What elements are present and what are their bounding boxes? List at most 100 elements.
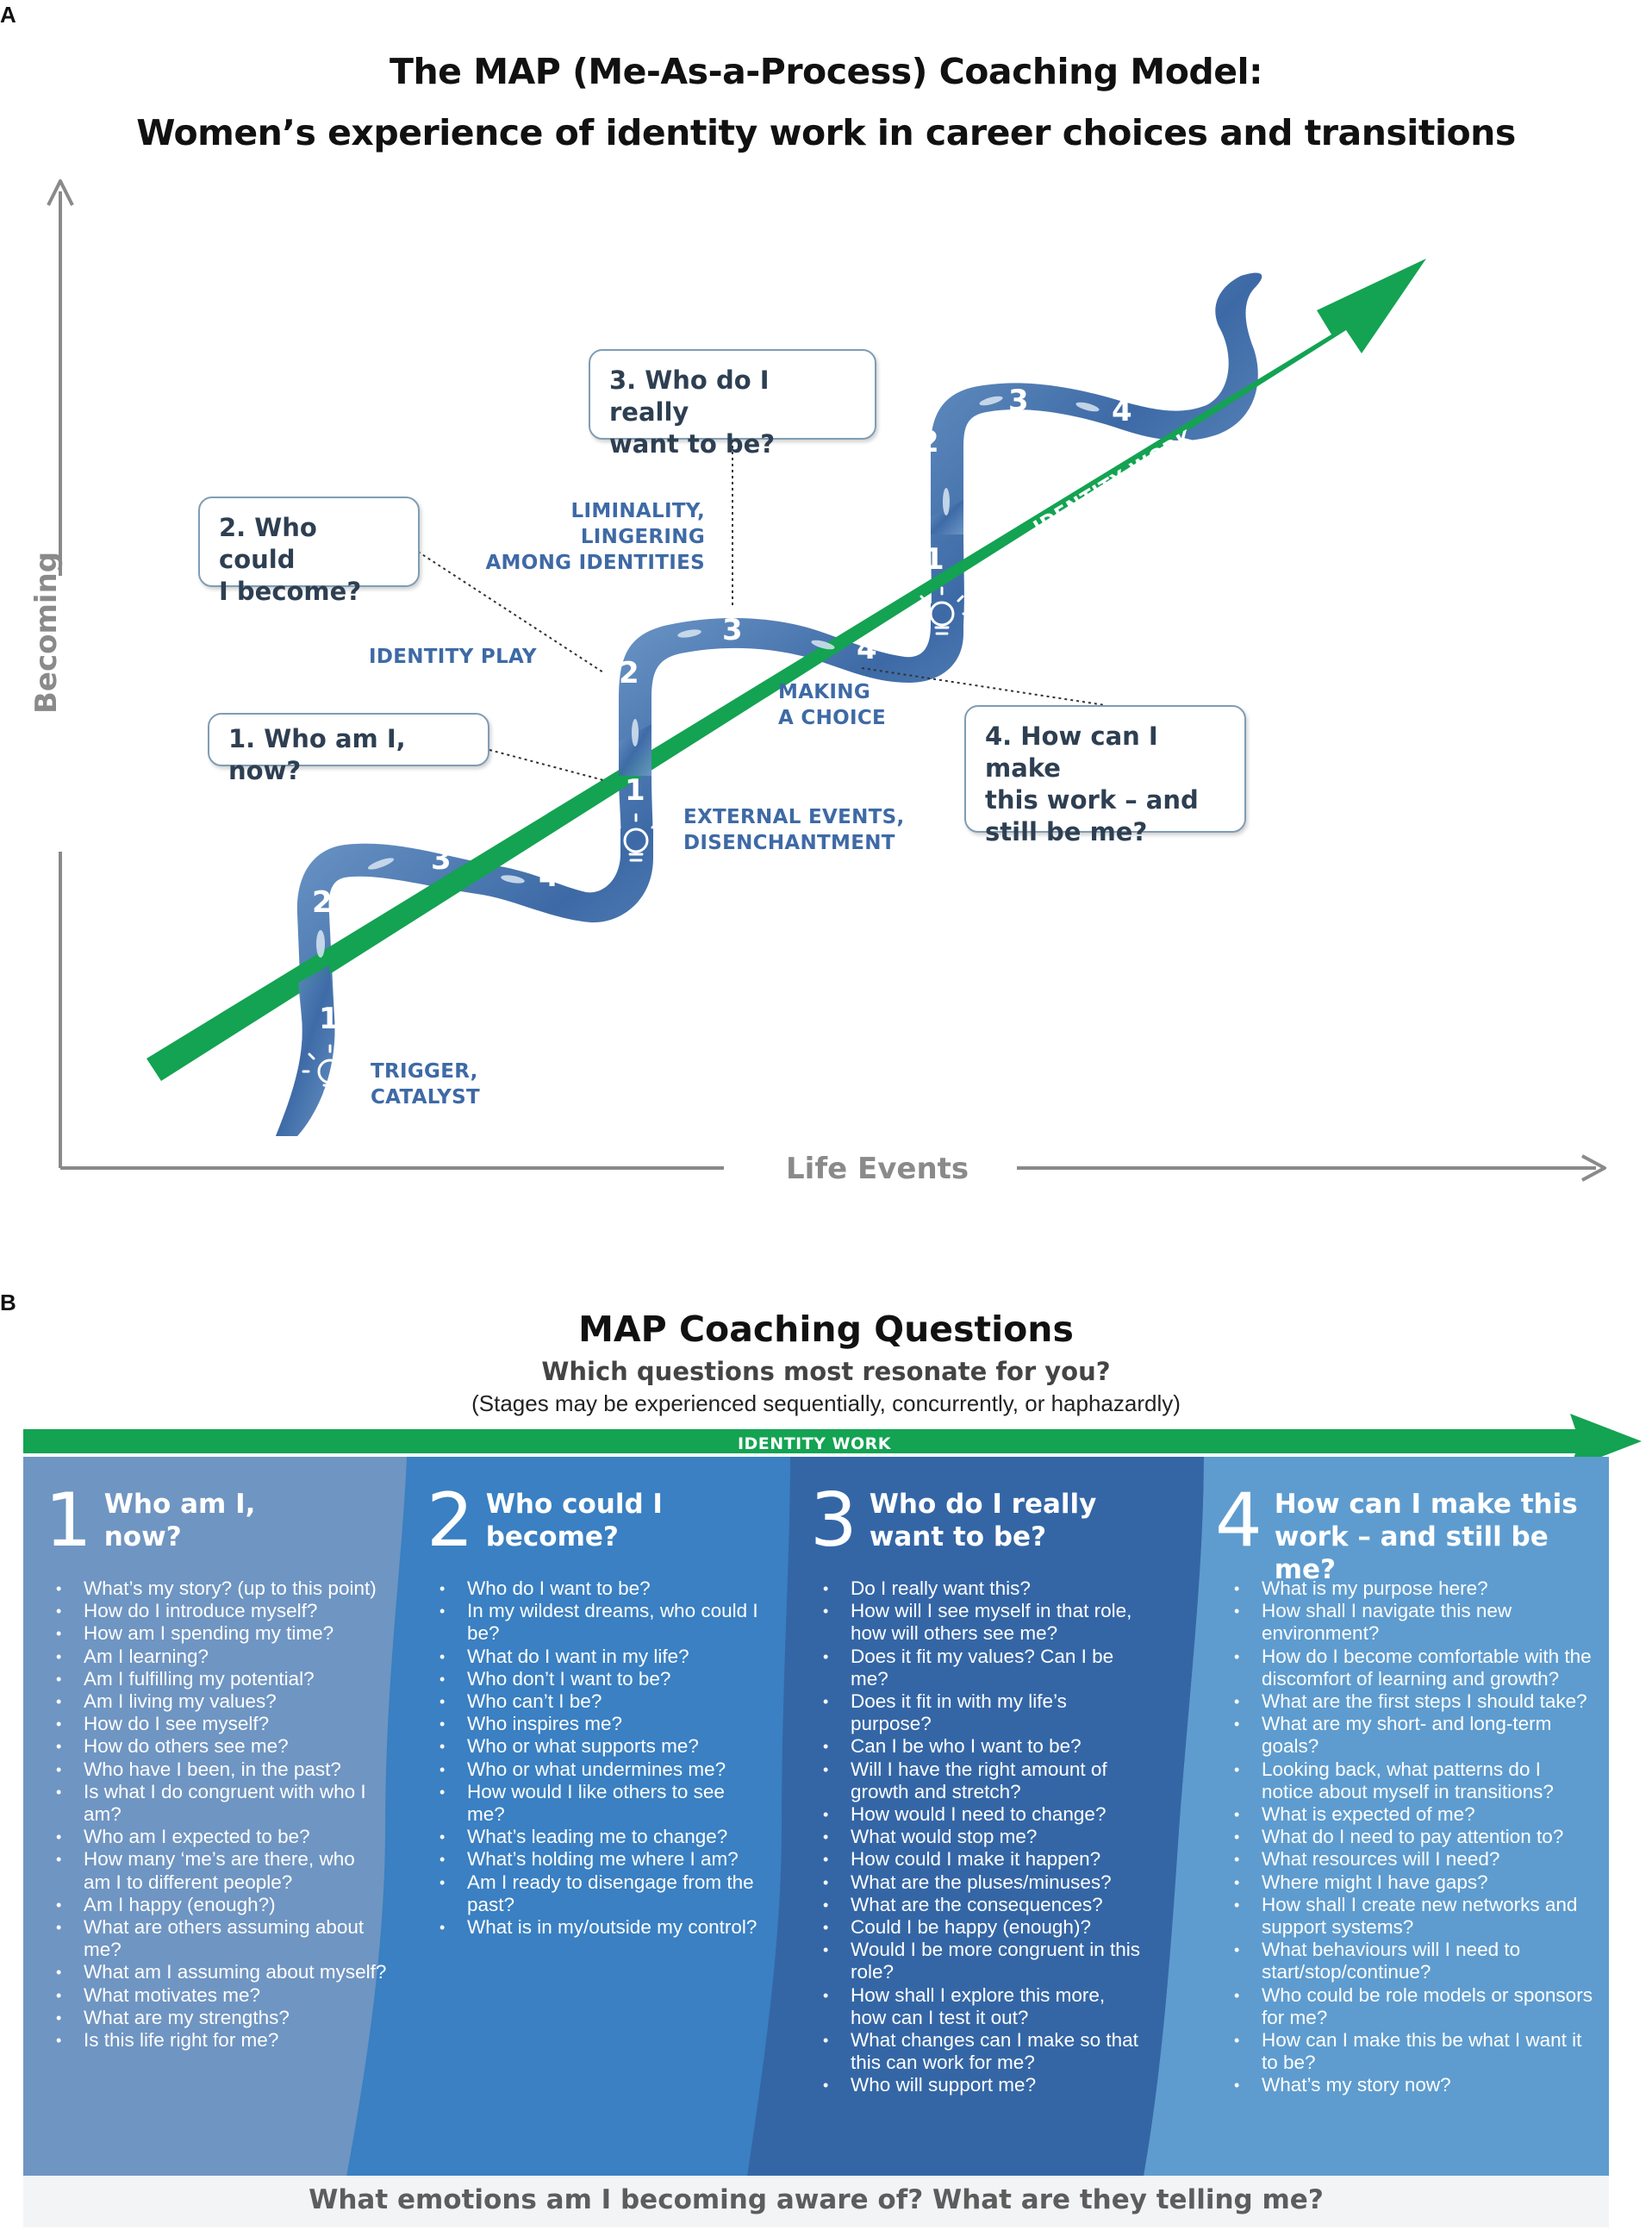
stage-label-line: LIMINALITY, LINGERING [570, 500, 705, 548]
questions-subtitle: Which questions most resonate for you? [541, 1357, 1111, 1386]
list-item: Am I living my values? [51, 1690, 387, 1713]
stage-label-external-events: EXTERNAL EVENTS, DISENCHANTMENT [683, 804, 905, 856]
stage-label-line: MAKING [778, 681, 870, 703]
column-number: 2 [427, 1477, 474, 1564]
callout-how-can-i-make-this-work: 4. How can I make this work – and still … [964, 705, 1246, 846]
column-title-line: now? [103, 1521, 182, 1552]
stage-label-line: DISENCHANTMENT [683, 832, 895, 854]
column-title-line: Who could I [485, 1489, 663, 1520]
column-number: 4 [1215, 1477, 1262, 1564]
banner-label: IDENTITY WORK [738, 1434, 892, 1453]
list-item: Am I happy (enough?) [51, 1894, 387, 1916]
column-title: How can I make this work – and still be … [1275, 1486, 1609, 1586]
ribbon-number-2a: 2 [312, 885, 333, 920]
list-item: What are others assuming about me? [51, 1916, 387, 1961]
list-item: Is what I do congruent with who I am? [51, 1781, 387, 1826]
list-item: What motivates me? [51, 1984, 387, 2007]
stage-label-identity-play: IDENTITY PLAY [369, 646, 537, 668]
list-item: Will I have the right amount of growth a… [818, 1758, 1141, 1803]
callout-who-could-i-become: 2. Who could I become? [198, 497, 420, 606]
lightbulb-icon [302, 1044, 358, 1093]
column-number: 3 [810, 1477, 857, 1564]
ribbon-number-3b: 3 [722, 613, 743, 647]
column-stage-3: 3 Who do I really want to be? Do I reall… [790, 1457, 1178, 2172]
list-item: Who or what undermines me? [434, 1758, 762, 1781]
list-item: How do I introduce myself? [51, 1600, 387, 1622]
callout-who-do-i-really-want-to-be: 3. Who do I really want to be? [589, 349, 876, 459]
ribbon-front [276, 500, 963, 1136]
x-axis-label: Life Events [786, 1152, 969, 1186]
list-item: How shall I create new networks and supp… [1229, 1894, 1595, 1939]
stage-label-line: CATALYST [371, 1086, 480, 1109]
arrow-label: IDENTITY WORK [1030, 427, 1197, 539]
list-item: Am I learning? [51, 1646, 387, 1668]
list-item: Who inspires me? [434, 1713, 762, 1735]
stage-label-liminality: LIMINALITY, LINGERING AMONG IDENTITIES [462, 498, 705, 576]
list-item: What’s leading me to change? [434, 1826, 762, 1848]
list-item: What would stop me? [818, 1826, 1141, 1848]
stage-label-making-a-choice: MAKING A CHOICE [778, 679, 886, 731]
list-item: Can I be who I want to be? [818, 1735, 1141, 1758]
list-item: What am I assuming about myself? [51, 1961, 387, 1983]
list-item: What’s my story? (up to this point) [51, 1577, 387, 1600]
list-item: How could I make it happen? [818, 1848, 1141, 1871]
list-item: What is my purpose here? [1229, 1577, 1595, 1600]
list-item: What’s my story now? [1229, 2074, 1595, 2096]
list-item: Does it fit in with my life’s purpose? [818, 1690, 1141, 1735]
y-axis [47, 179, 74, 1168]
list-item: Am I ready to disengage from the past? [434, 1871, 762, 1916]
x-axis [60, 1154, 1606, 1182]
list-item: What are my strengths? [51, 2007, 387, 2029]
identity-work-banner: IDENTITY WORK [23, 1414, 1642, 1465]
column-title-line: How can I make this [1274, 1489, 1578, 1520]
list-item: Who will support me? [818, 2074, 1141, 2096]
question-list: Do I really want this? How will I see my… [818, 1577, 1141, 2097]
lightbulb-icon [608, 813, 664, 862]
callout-text: 1. Who am I, now? [228, 724, 406, 785]
list-item: What are my short- and long-term goals? [1229, 1713, 1595, 1758]
list-item: What are the consequences? [818, 1894, 1141, 1916]
panel-letter-a: A [0, 2, 16, 28]
list-item: How many ‘me’s are there, who am I to di… [51, 1848, 387, 1893]
column-number: 1 [45, 1477, 92, 1564]
column-title: Who do I really want to be? [870, 1486, 1097, 1553]
ribbon-number-4a: 4 [539, 859, 559, 894]
question-list: Who do I want to be? In my wildest dream… [434, 1577, 762, 1939]
list-item: What do I need to pay attention to? [1229, 1826, 1595, 1848]
ribbon-number-3a: 3 [431, 842, 452, 877]
list-item: How shall I explore this more, how can I… [818, 1984, 1141, 2029]
column-stage-4: 4 How can I make this work – and still b… [1191, 1457, 1609, 2172]
list-item: In my wildest dreams, who could I be? [434, 1600, 762, 1645]
ribbon-highlights [316, 396, 1100, 958]
diagram-title-line1: The MAP (Me-As-a-Process) Coaching Model… [389, 51, 1263, 92]
column-title-line: Who do I really [869, 1489, 1097, 1520]
ribbon-number-4b: 4 [857, 632, 877, 666]
callout-line: 4. How can I make [985, 721, 1158, 783]
stage-label-line: AMONG IDENTITIES [485, 552, 705, 574]
list-item: How am I spending my time? [51, 1622, 387, 1645]
list-item: Who could be role models or sponsors for… [1229, 1984, 1595, 2029]
list-item: Would I be more congruent in this role? [818, 1939, 1141, 1983]
diagram-title-line2: Women’s experience of identity work in c… [136, 112, 1516, 153]
list-item: What is in my/outside my control? [434, 1916, 762, 1939]
column-title-line: Who am I, [103, 1489, 256, 1520]
ribbon-number-2b: 2 [619, 656, 639, 690]
y-axis-label: Becoming [29, 552, 64, 714]
column-title: Who am I, now? [104, 1486, 256, 1553]
questions-note: (Stages may be experienced sequentially,… [471, 1390, 1181, 1416]
list-item: What changes can I make so that this can… [818, 2029, 1141, 2074]
ribbon-number-3c: 3 [1008, 384, 1029, 418]
list-item: How shall I navigate this new environmen… [1229, 1600, 1595, 1645]
list-item: How do I see myself? [51, 1713, 387, 1735]
map-model-diagram: IDENTITY WORK 1 2 3 4 1 2 3 4 1 2 3 4 [47, 179, 1606, 1182]
list-item: How would I need to change? [818, 1803, 1141, 1826]
list-item: Who do I want to be? [434, 1577, 762, 1600]
emotions-footer: What emotions am I becoming aware of? Wh… [23, 2176, 1609, 2227]
ribbon-number-1c: 1 [924, 542, 944, 577]
list-item: How can I make this be what I want it to… [1229, 2029, 1595, 2074]
stage-label-trigger: TRIGGER, CATALYST [371, 1059, 480, 1110]
column-title-line: work – and still be me? [1274, 1521, 1549, 1585]
list-item: Does it fit my values? Can I be me? [818, 1646, 1141, 1690]
list-item: How would I like others to see me? [434, 1781, 762, 1826]
list-item: How do I become comfortable with the dis… [1229, 1646, 1595, 1690]
